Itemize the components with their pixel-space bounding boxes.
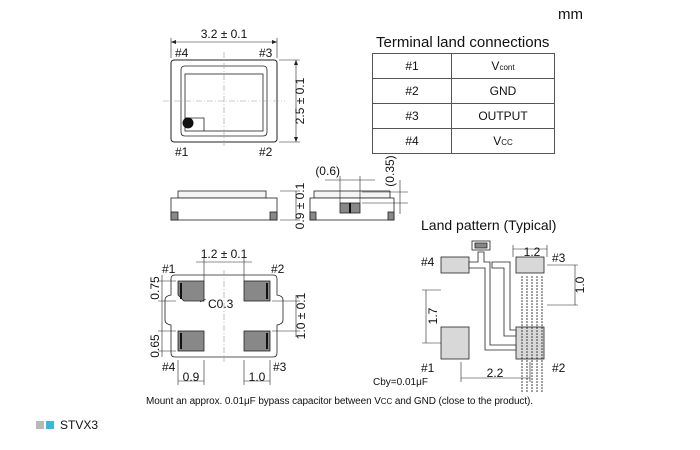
bottom-pin1: #1 (162, 262, 176, 276)
terminal-signal: VCC (451, 128, 555, 154)
cap-label: Cby=0.01μF (373, 377, 428, 388)
bottom-right-width-dim: 1.0 (249, 370, 266, 384)
land-dim-top: 1.2 (524, 245, 541, 259)
land-pattern (422, 240, 578, 382)
terminal-signal: GND (451, 78, 555, 104)
land-pin2: #2 (552, 361, 566, 375)
land-pin4: #4 (421, 255, 435, 269)
land-pattern-title: Land pattern (Typical) (421, 217, 557, 233)
unit-label: mm (558, 6, 583, 23)
pin1-marker-dot (182, 117, 194, 129)
terminal-signal: OUTPUT (451, 103, 555, 129)
land-dim-left: 1.7 (426, 307, 440, 324)
land-pin3: #3 (552, 251, 566, 265)
top-pin1: #1 (175, 145, 189, 159)
top-pin3: #3 (259, 46, 273, 60)
front-side-view (170, 190, 278, 221)
bottom-pin2: #2 (271, 262, 285, 276)
bottom-right-dim: 1.0 ± 0.1 (294, 292, 308, 339)
model-marker-cyan (46, 421, 54, 429)
bypass-note: Mount an approx. 0.01μF bypass capacitor… (146, 396, 533, 407)
land-dim-bottom: 2.2 (487, 366, 504, 380)
bottom-pin3: #3 (273, 360, 287, 374)
model-label: STVX3 (36, 418, 98, 432)
land-dim-right: 1.0 (573, 276, 587, 293)
end-side-view (280, 176, 408, 221)
bottom-pin4: #4 (162, 360, 176, 374)
side-dim-a: (0.6) (315, 164, 340, 178)
side-dim-b: (0.35) (383, 155, 397, 186)
model-marker-gray (36, 421, 44, 429)
top-view-lid (180, 65, 268, 137)
top-pin4: #4 (175, 46, 189, 60)
top-width-dim: 3.2 ± 0.1 (201, 27, 248, 41)
terminal-pin: #2 (372, 78, 452, 104)
terminal-table-title: Terminal land connections (376, 34, 550, 51)
side-height-dim: 0.9 ± 0.1 (293, 182, 307, 229)
model-name: STVX3 (60, 418, 99, 432)
bottom-left-top-dim: 0.75 (148, 276, 162, 300)
bottom-view (158, 258, 300, 385)
bottom-top-dim: 1.2 ± 0.1 (201, 247, 248, 261)
land-pattern-hatching (521, 276, 543, 392)
chamfer-label: C0.3 (208, 297, 234, 311)
bottom-left-dim: 0.9 (183, 370, 200, 384)
land-pin1: #1 (421, 361, 435, 375)
top-view (163, 38, 300, 148)
top-height-dim: 2.5 ± 0.1 (293, 77, 307, 124)
top-pin2: #2 (259, 145, 273, 159)
bottom-left-bottom-dim: 0.65 (148, 334, 162, 358)
terminal-pin: #3 (372, 103, 452, 129)
